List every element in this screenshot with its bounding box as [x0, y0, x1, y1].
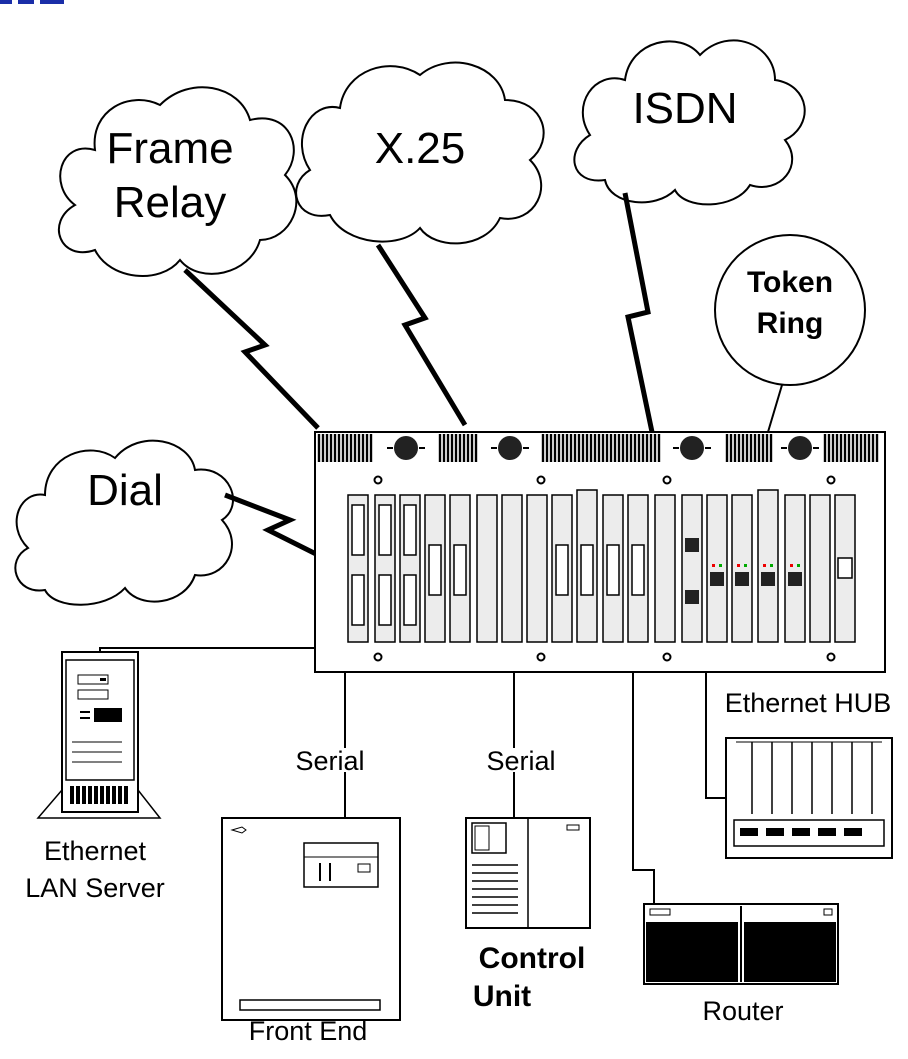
chassis: [314, 431, 886, 673]
cloud-dial: Dial: [14, 439, 234, 606]
token-ring-label-line2: Ring: [757, 307, 824, 340]
cloud-isdn: ISDN: [573, 39, 806, 206]
link-ethernet-hub: [705, 672, 726, 799]
lan-server-label-line2: LAN Server: [25, 873, 165, 903]
token-ring-label-line1: Token: [747, 266, 833, 299]
control-unit-label-line2: Unit: [473, 980, 531, 1013]
control-unit: Control Unit: [465, 817, 591, 1013]
ethernet-hub: Ethernet HUB: [725, 688, 893, 859]
ethernet-lan-server: Ethernet LAN Server: [25, 651, 165, 903]
control-unit-label-line1: Control: [479, 942, 586, 975]
router: Router: [643, 903, 839, 1026]
cloud-label-dial: Dial: [87, 466, 163, 515]
link-lan-server: [99, 647, 315, 652]
ethernet-hub-label: Ethernet HUB: [725, 688, 892, 718]
cloud-x25: X.25: [295, 61, 545, 245]
link-x25: [375, 243, 468, 427]
link-dial: [224, 492, 320, 558]
serial-label-right: Serial: [486, 746, 555, 776]
connector-strip: [317, 434, 879, 462]
front-end-processor-label-line1: Front End: [249, 1016, 368, 1046]
front-end-processor: Front End: [221, 817, 401, 1046]
link-router: [632, 672, 655, 904]
lan-server-label-line1: Ethernet: [44, 836, 147, 866]
cloud-label-isdn: ISDN: [632, 84, 737, 133]
link-frame-relay: [183, 268, 320, 430]
status-leds: [712, 564, 800, 567]
cloud-frame-relay: Frame Relay: [57, 86, 298, 277]
token-ring: Token Ring: [714, 234, 866, 386]
link-isdn: [622, 192, 655, 433]
link-token-ring: [767, 384, 783, 433]
cloud-label-x25: X.25: [375, 124, 466, 173]
serial-label-left: Serial: [295, 746, 364, 776]
cloud-label-frame-relay-line2: Relay: [114, 178, 227, 227]
serial-port-connectors: [351, 504, 645, 626]
chassis-screws: [373, 475, 836, 662]
router-label: Router: [702, 996, 783, 1026]
rj-ports: [685, 538, 853, 604]
cloud-label-frame-relay-line1: Frame: [106, 124, 233, 173]
